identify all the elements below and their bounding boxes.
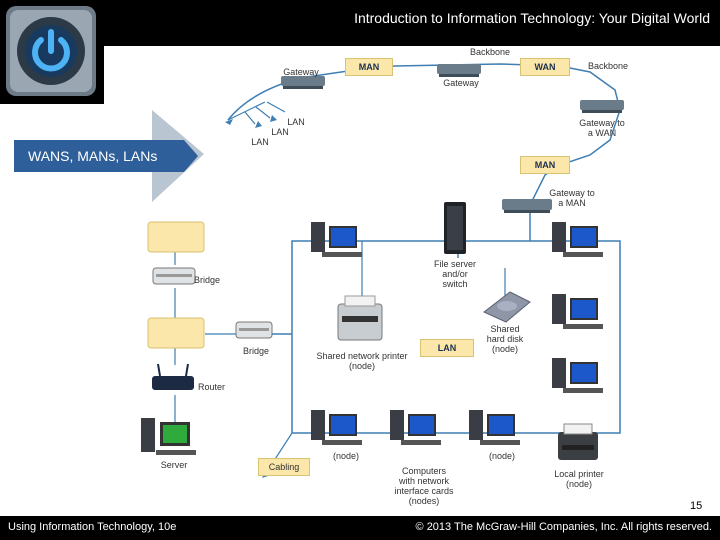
workstation-4 xyxy=(552,358,603,393)
topic-banner: WANS, MANs, LANs xyxy=(14,110,204,202)
gateway-label-1: Gateway xyxy=(283,67,319,77)
slide-number: 15 xyxy=(690,500,703,512)
header-bar: Introduction to Information Technology: … xyxy=(0,0,720,46)
lan-fan-lines xyxy=(227,101,286,125)
shared-hard-disk xyxy=(483,291,531,323)
shared-printer xyxy=(337,295,383,341)
server-computer xyxy=(141,418,196,455)
file-server-label: File server and/or switch xyxy=(433,259,476,289)
power-icon xyxy=(6,6,96,96)
workstation-5 xyxy=(311,410,362,445)
gateway-device-2 xyxy=(437,64,481,77)
lan-label-c: LAN xyxy=(251,137,269,147)
footer-copyright: © 2013 The McGraw-Hill Companies, Inc. A… xyxy=(415,521,712,533)
footer-course: Using Information Technology, 10e xyxy=(8,521,177,533)
gateway-wan-label: Gateway to a WAN xyxy=(579,118,625,138)
wan-label: WAN xyxy=(520,58,570,76)
slide-title: Introduction to Information Technology: … xyxy=(354,10,710,26)
banner-text: WANS, MANs, LANs xyxy=(28,148,158,164)
workstation-3 xyxy=(552,294,603,329)
backbone-cable xyxy=(227,63,621,206)
bridge-label-2: Bridge xyxy=(242,346,269,356)
node-label-1: (node) xyxy=(332,451,359,461)
lan-label-b: LAN xyxy=(271,127,289,137)
local-printer-label: Local printer (node) xyxy=(554,469,604,489)
local-printer xyxy=(558,423,598,460)
lan-box-top xyxy=(147,221,205,253)
computers-label: Computers with network interface cards (… xyxy=(394,466,454,506)
router-device xyxy=(152,363,194,390)
man-label-2: MAN xyxy=(520,156,570,174)
footer-bar: Using Information Technology, 10e © 2013… xyxy=(0,516,720,540)
gateway-label-2: Gateway xyxy=(443,78,479,88)
bridge-device-2 xyxy=(235,321,273,339)
banner-arrow-shape xyxy=(14,110,204,202)
shared-printer-label: Shared network printer (node) xyxy=(316,351,408,371)
lan-box-mid xyxy=(147,317,205,349)
gateway-device-4 xyxy=(502,199,552,213)
backbone-label-1: Backbone xyxy=(469,47,511,57)
cabling-label: Cabling xyxy=(258,458,310,476)
man-label-1: MAN xyxy=(345,58,393,76)
workstation-1 xyxy=(311,222,362,257)
gateway-device-1 xyxy=(281,76,325,89)
shared-disk-label: Shared hard disk (node) xyxy=(486,324,524,354)
power-logo xyxy=(0,0,104,104)
bridge-label-1: Bridge xyxy=(194,275,221,285)
router-label: Router xyxy=(198,382,226,392)
node-label-2: (node) xyxy=(488,451,515,461)
lan-label-a: LAN xyxy=(287,117,305,127)
gateway-device-3 xyxy=(580,100,624,113)
file-server-tower xyxy=(444,202,466,254)
workstation-6 xyxy=(390,410,441,445)
workstation-2 xyxy=(552,222,603,257)
workstation-7 xyxy=(469,410,520,445)
gateway-man-label: Gateway to a MAN xyxy=(549,188,595,208)
bridge-device-1 xyxy=(152,267,196,285)
lan-label: LAN xyxy=(420,339,474,357)
server-label: Server xyxy=(160,460,188,470)
backbone-label-2: Backbone xyxy=(587,61,629,71)
